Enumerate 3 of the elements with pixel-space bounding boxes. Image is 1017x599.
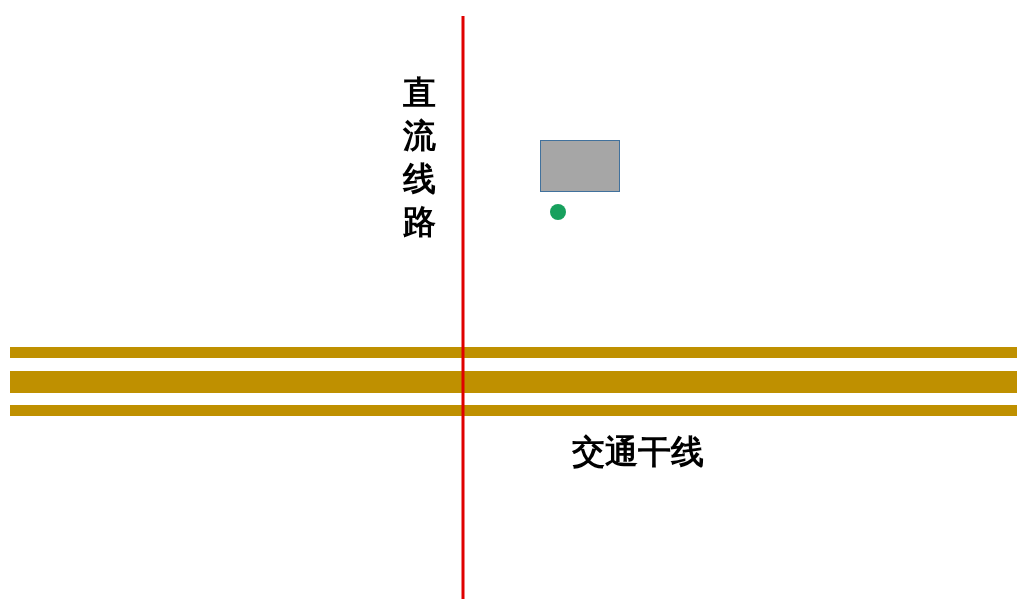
road-label: 交通干线 <box>572 431 704 473</box>
line-label: 直流线路 <box>403 72 436 243</box>
building-box <box>540 140 620 192</box>
